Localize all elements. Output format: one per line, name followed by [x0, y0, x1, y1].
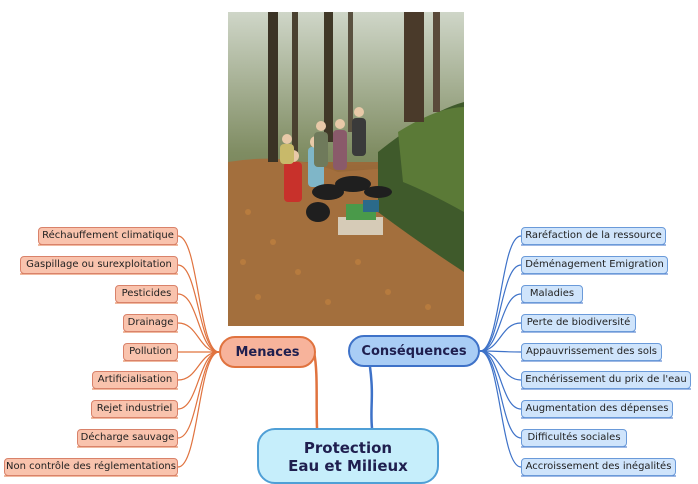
- consequence-item-perte-biodiversite[interactable]: Perte de biodiversité: [521, 314, 636, 332]
- connector-consequence-leaf: [480, 294, 521, 351]
- menace-item-drainage[interactable]: Drainage: [123, 314, 178, 332]
- connector-menace-leaf: [178, 352, 219, 409]
- menace-item-pesticides[interactable]: Pesticides: [115, 285, 178, 303]
- connector-consequences-central: [370, 367, 372, 428]
- menace-item-rechauffement[interactable]: Réchauffement climatique: [38, 227, 178, 245]
- connector-menaces-central: [314, 352, 317, 428]
- branch-menaces[interactable]: Menaces: [219, 336, 316, 368]
- connector-menace-leaf: [178, 352, 219, 467]
- connector-consequence-leaf: [480, 351, 521, 438]
- connector-menace-leaf: [178, 265, 219, 352]
- consequence-item-difficultes-sociales[interactable]: Difficultés sociales: [521, 429, 627, 447]
- central-topic-line2: Eau et Milieux: [259, 457, 437, 475]
- consequence-item-inegalites[interactable]: Accroissement des inégalités: [521, 458, 676, 476]
- connector-consequence-leaf: [480, 265, 521, 351]
- menace-item-decharge-sauvage[interactable]: Décharge sauvage: [77, 429, 178, 447]
- connector-menace-leaf: [178, 352, 219, 438]
- connector-menace-leaf: [178, 236, 219, 352]
- connector-menace-leaf: [178, 294, 219, 352]
- connector-consequence-leaf: [480, 351, 521, 467]
- branch-consequences[interactable]: Conséquences: [348, 335, 480, 367]
- connector-consequence-leaf: [480, 236, 521, 351]
- menace-item-gaspillage[interactable]: Gaspillage ou surexploitation: [20, 256, 178, 274]
- menace-item-artificialisation[interactable]: Artificialisation: [92, 371, 178, 389]
- central-topic-line1: Protection: [259, 439, 437, 457]
- connector-consequence-leaf: [480, 351, 521, 409]
- menace-item-non-controle[interactable]: Non contrôle des réglementations: [4, 458, 178, 476]
- forest-cleanup-photo: [228, 12, 464, 326]
- menace-item-pollution[interactable]: Pollution: [123, 343, 178, 361]
- menace-item-rejet-industriel[interactable]: Rejet industriel: [91, 400, 178, 418]
- consequence-item-rarefaction[interactable]: Raréfaction de la ressource: [521, 227, 666, 245]
- consequence-item-maladies[interactable]: Maladies: [521, 285, 583, 303]
- consequence-item-appauvrissement[interactable]: Appauvrissement des sols: [521, 343, 662, 361]
- consequence-item-augmentation-depenses[interactable]: Augmentation des dépenses: [521, 400, 673, 418]
- consequence-item-demenagement[interactable]: Déménagement Emigration: [521, 256, 668, 274]
- central-topic[interactable]: Protection Eau et Milieux: [257, 428, 439, 484]
- consequence-item-encherissement[interactable]: Enchérissement du prix de l'eau: [521, 371, 691, 389]
